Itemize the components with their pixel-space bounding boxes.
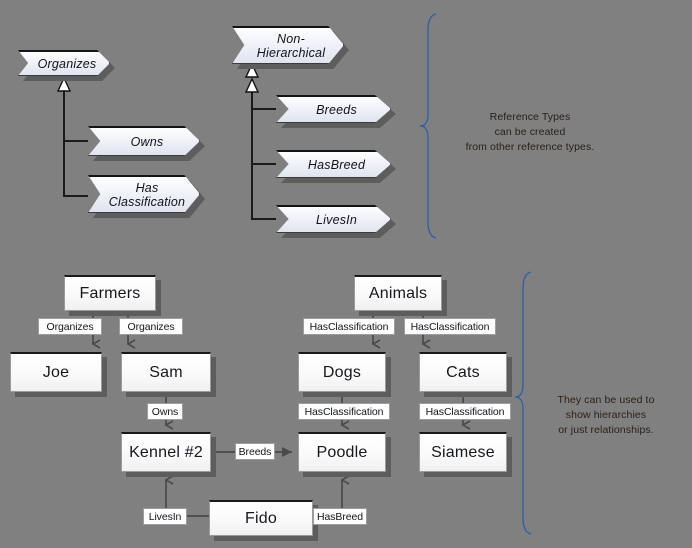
- node-cats[interactable]: Cats: [419, 352, 507, 392]
- edge-label-hasbreed[interactable]: HasBreed: [313, 508, 367, 525]
- ref-type-label-line2: Classification: [108, 194, 186, 209]
- ref-type-label-line1: Has: [135, 180, 159, 195]
- ref-type-breeds[interactable]: Breeds: [276, 95, 391, 123]
- ref-tree-organizes-wires: [56, 61, 88, 197]
- ref-type-organizes[interactable]: Organizes: [18, 50, 110, 76]
- edge-label-hasclassification-cats[interactable]: HasClassification: [404, 318, 496, 335]
- ref-type-owns[interactable]: Owns: [88, 126, 200, 156]
- annotation-hierarchies: They can be used to show hierarchies or …: [530, 393, 682, 439]
- edge-label-owns[interactable]: Owns: [147, 403, 183, 420]
- node-kennel[interactable]: Kennel #2: [121, 432, 211, 472]
- node-sam[interactable]: Sam: [121, 352, 211, 392]
- node-animals[interactable]: Animals: [354, 275, 442, 311]
- annotation-line-3: from other reference types.: [465, 141, 595, 154]
- annotation-line-2: can be created: [494, 126, 566, 139]
- node-fido[interactable]: Fido: [209, 500, 313, 536]
- annotation-line-1: They can be used to: [557, 394, 655, 406]
- ref-tree-nonhier-wires: [244, 62, 276, 220]
- edge-label-organizes-joe[interactable]: Organizes: [38, 318, 102, 335]
- node-joe[interactable]: Joe: [10, 352, 102, 392]
- annotation-reference-types: Reference Types can be created from othe…: [450, 110, 610, 156]
- brace-top: [419, 13, 437, 239]
- edge-label-livesin[interactable]: LivesIn: [143, 508, 187, 525]
- annotation-line-1: Reference Types: [489, 111, 571, 123]
- edge-label-organizes-sam[interactable]: Organizes: [119, 318, 183, 335]
- ref-type-has-classification[interactable]: Has Classification: [88, 175, 200, 213]
- annotation-line-3: or just relationships.: [558, 424, 654, 437]
- ref-type-hasbreed[interactable]: HasBreed: [276, 150, 391, 178]
- ref-type-livesin[interactable]: LivesIn: [276, 205, 391, 233]
- edge-label-hasclassification-siamese[interactable]: HasClassification: [419, 403, 511, 420]
- ref-type-label-line2: Hierarchical: [256, 45, 326, 60]
- node-dogs[interactable]: Dogs: [298, 352, 386, 392]
- ref-type-non-hierarchical[interactable]: Non- Hierarchical: [232, 26, 344, 64]
- node-poodle[interactable]: Poodle: [298, 432, 386, 472]
- edge-label-breeds[interactable]: Breeds: [235, 443, 275, 460]
- node-siamese[interactable]: Siamese: [419, 432, 507, 472]
- edge-label-hasclassification-poodle[interactable]: HasClassification: [298, 403, 390, 420]
- edge-label-hasclassification-dogs[interactable]: HasClassification: [303, 318, 395, 335]
- node-farmers[interactable]: Farmers: [64, 275, 156, 311]
- brace-bottom: [514, 271, 532, 535]
- annotation-line-2: show hierarchies: [565, 409, 647, 422]
- ref-type-label-line1: Non-: [277, 31, 305, 46]
